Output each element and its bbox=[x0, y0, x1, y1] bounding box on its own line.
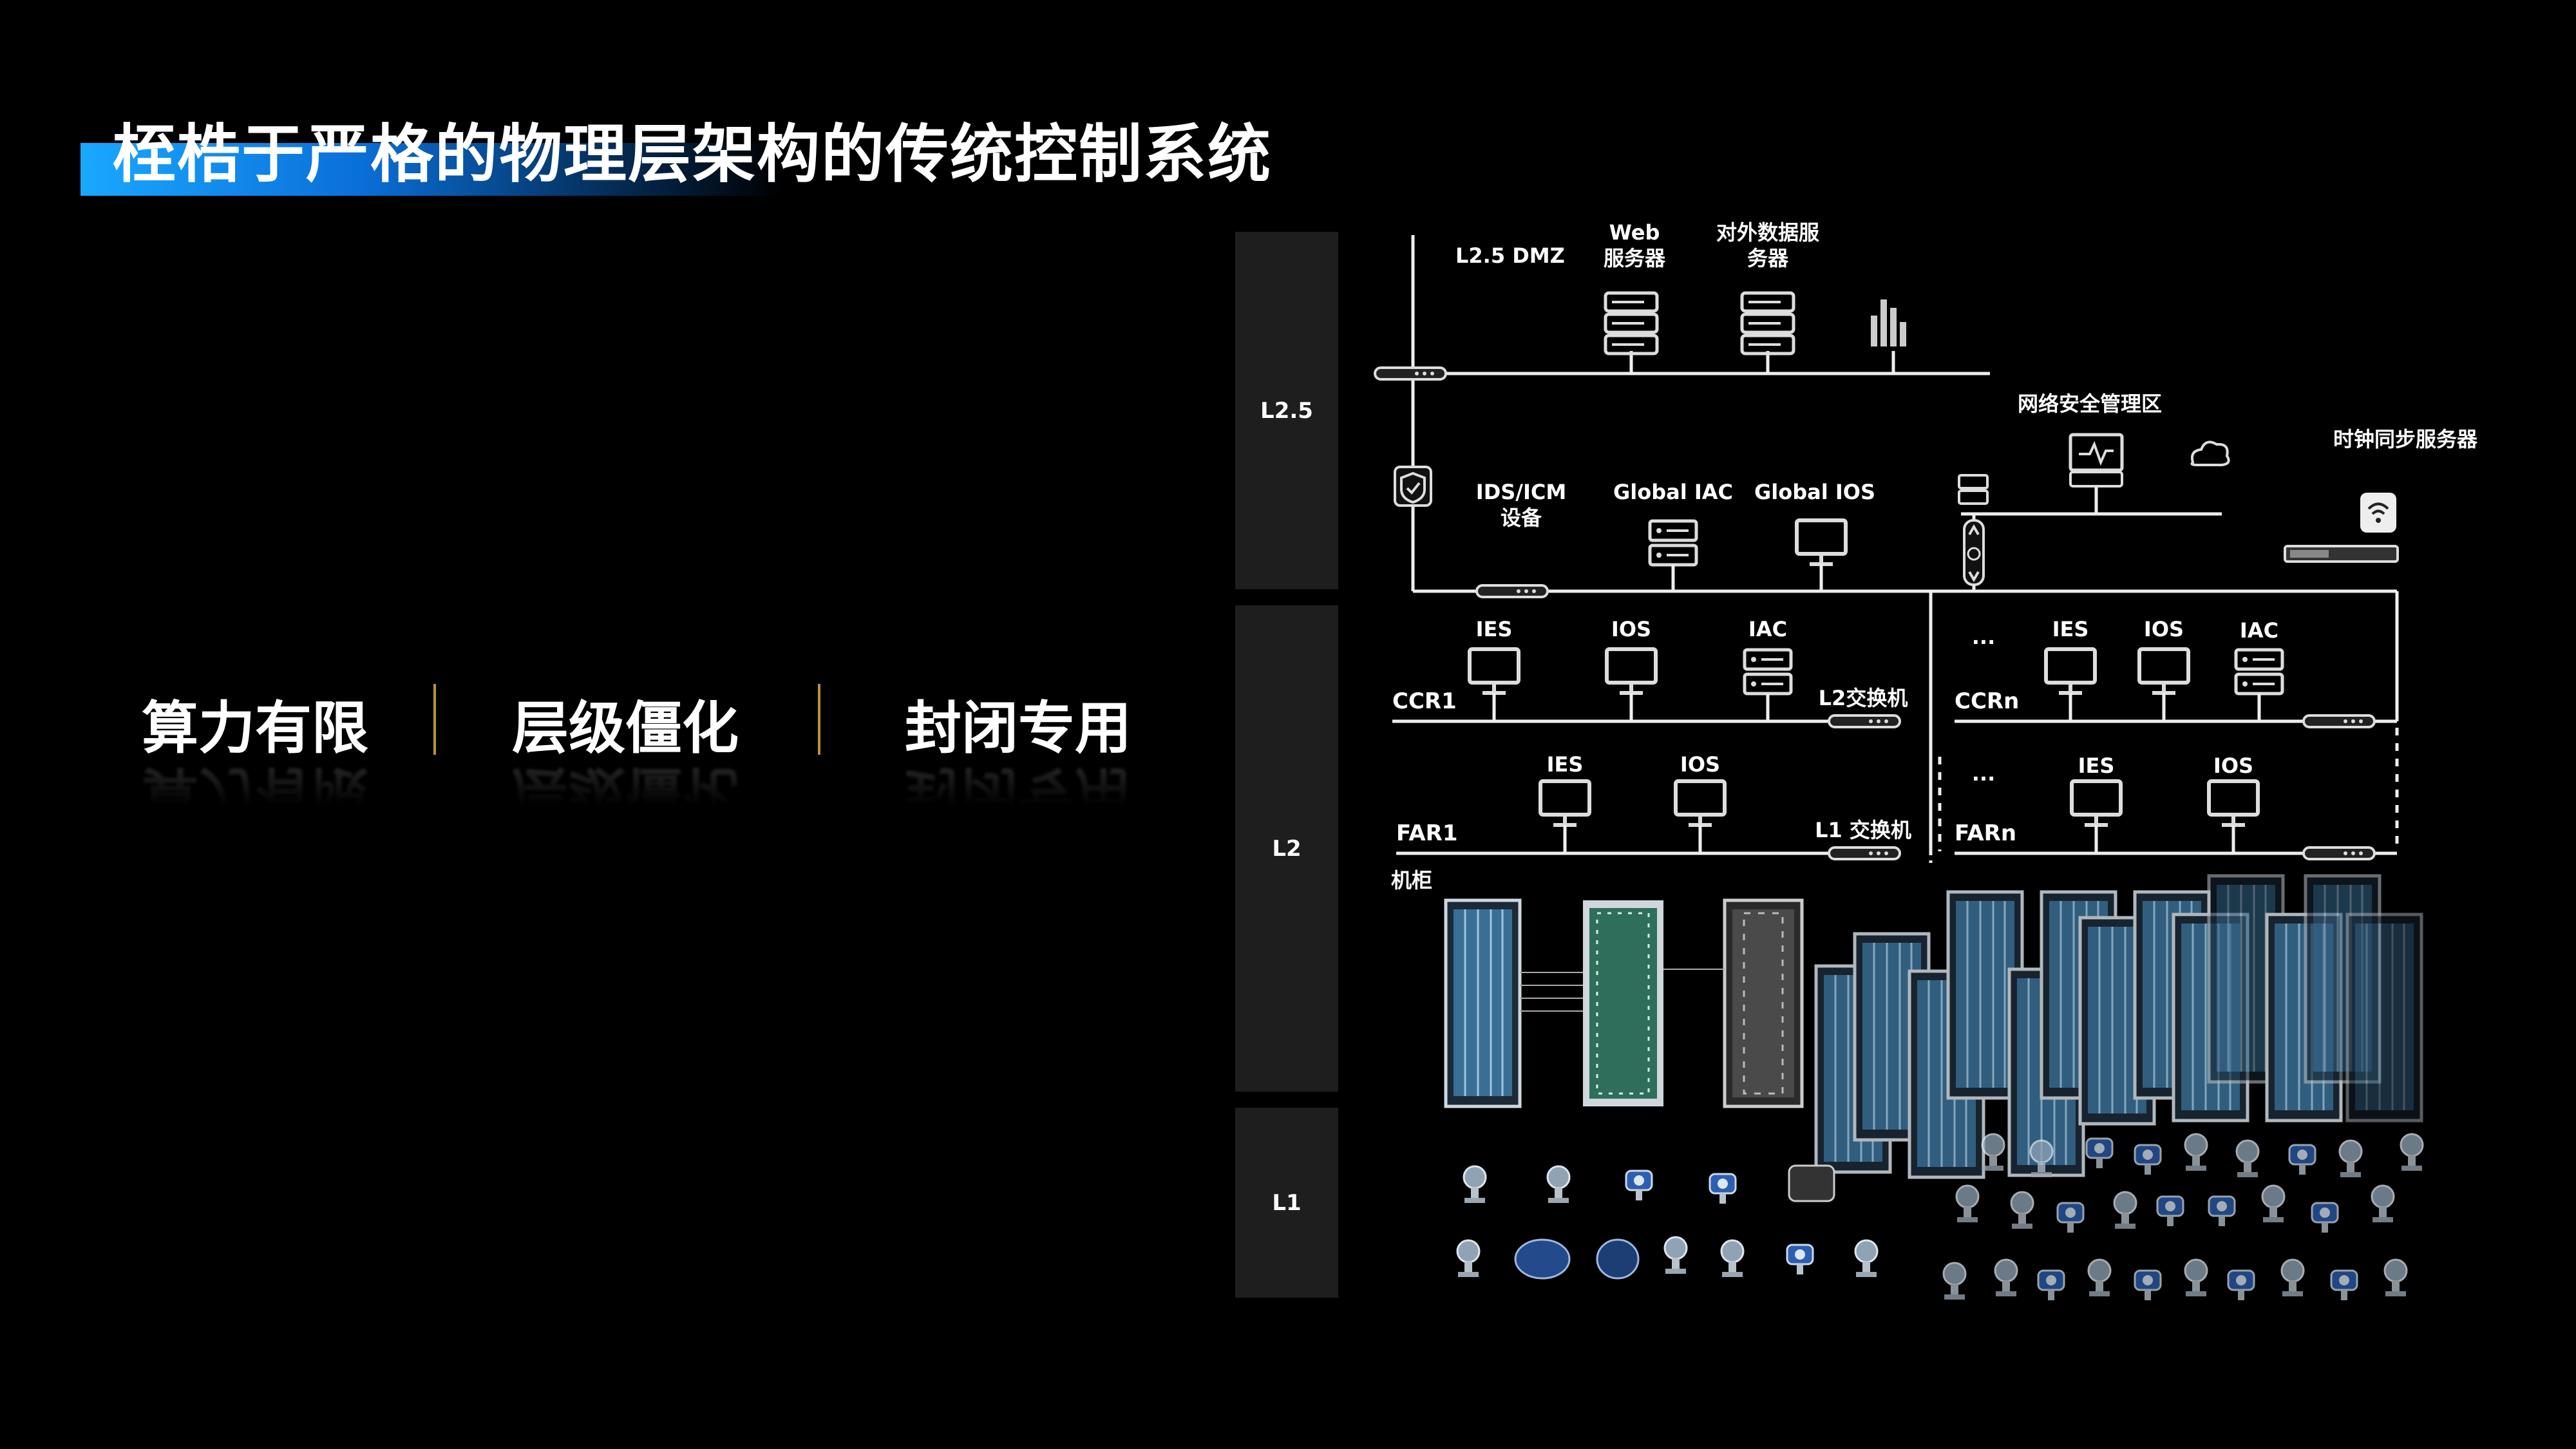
level-l1-bar: L1 bbox=[1235, 1108, 1338, 1298]
wifi-icon bbox=[2360, 493, 2396, 533]
cabinet-label: 机柜 bbox=[1391, 868, 1432, 893]
ext-data-server-label: 对外数据服 bbox=[1716, 220, 1819, 245]
ccr1-iac-label: IAC bbox=[1748, 617, 1787, 641]
cloud-sync-icon bbox=[2190, 440, 2230, 466]
farn-ios-label: IOS bbox=[2213, 753, 2253, 778]
ccrn-ies-label: IES bbox=[2052, 617, 2089, 641]
firewall-shield-icon bbox=[1394, 466, 1432, 507]
small-server-icon bbox=[1958, 474, 1989, 505]
l1-switch-label: L1 交换机 bbox=[1815, 818, 1911, 842]
ccrn-label: CCRn bbox=[1955, 688, 2019, 714]
level-l1-label: L1 bbox=[1272, 1189, 1302, 1216]
level-l25-label: L2.5 bbox=[1260, 397, 1313, 424]
level-l2-label: L2 bbox=[1272, 835, 1302, 862]
global-ios-label: Global IOS bbox=[1754, 480, 1875, 504]
cabinets-group bbox=[1446, 876, 2421, 1177]
dmz-label: L2.5 DMZ bbox=[1455, 243, 1565, 268]
keyword-limited-compute: 算力有限 bbox=[142, 695, 369, 761]
web-server-label: 服务器 bbox=[1604, 246, 1666, 270]
far1-ies-label: IES bbox=[1547, 752, 1584, 777]
keyword-closed-proprietary: 封闭专用 bbox=[905, 695, 1132, 761]
ids-label: IDS/ICM bbox=[1476, 480, 1566, 504]
farn-label: FARn bbox=[1955, 820, 2016, 846]
ccrn-iac-label: IAC bbox=[2240, 618, 2278, 643]
ccrn-ios-label: IOS bbox=[2144, 617, 2184, 641]
gateway-icon bbox=[1963, 519, 1985, 586]
field-devices-group bbox=[1456, 1133, 2424, 1302]
ids-label: 设备 bbox=[1501, 506, 1542, 530]
global-iac-label: Global IAC bbox=[1613, 480, 1733, 504]
web-server-label: Web bbox=[1609, 220, 1660, 245]
security-monitor-icon bbox=[2069, 433, 2124, 488]
keyword-rigid-hierarchy: 层级僵化 bbox=[512, 695, 739, 761]
clock-server-label: 时钟同步服务器 bbox=[2333, 427, 2478, 451]
ext-data-server-label: 务器 bbox=[1747, 246, 1789, 270]
l2-switch-label: L2交换机 bbox=[1819, 686, 1908, 710]
ccr1-ios-label: IOS bbox=[1611, 617, 1651, 641]
title-accent-bar bbox=[80, 143, 782, 196]
ccrn-dots: ... bbox=[1972, 625, 1995, 649]
level-l2-bar: L2 bbox=[1235, 605, 1338, 1092]
security-zone-label: 网络安全管理区 bbox=[2018, 392, 2162, 416]
clock-switch-icon bbox=[2284, 545, 2399, 563]
keyword-separator bbox=[433, 684, 436, 755]
farn-dots: ... bbox=[1972, 761, 1995, 786]
ccr1-ies-label: IES bbox=[1476, 617, 1513, 641]
keyword-separator bbox=[818, 684, 820, 755]
page-title: 桎梏于严格的物理层架构的传统控制系统 bbox=[113, 118, 1273, 191]
far1-ios-label: IOS bbox=[1680, 752, 1720, 777]
far1-label: FAR1 bbox=[1396, 820, 1457, 846]
level-l25-bar: L2.5 bbox=[1235, 232, 1338, 589]
ccr1-label: CCR1 bbox=[1392, 688, 1457, 714]
farn-ies-label: IES bbox=[2078, 753, 2115, 778]
bar-chart-icon bbox=[1871, 299, 1906, 346]
